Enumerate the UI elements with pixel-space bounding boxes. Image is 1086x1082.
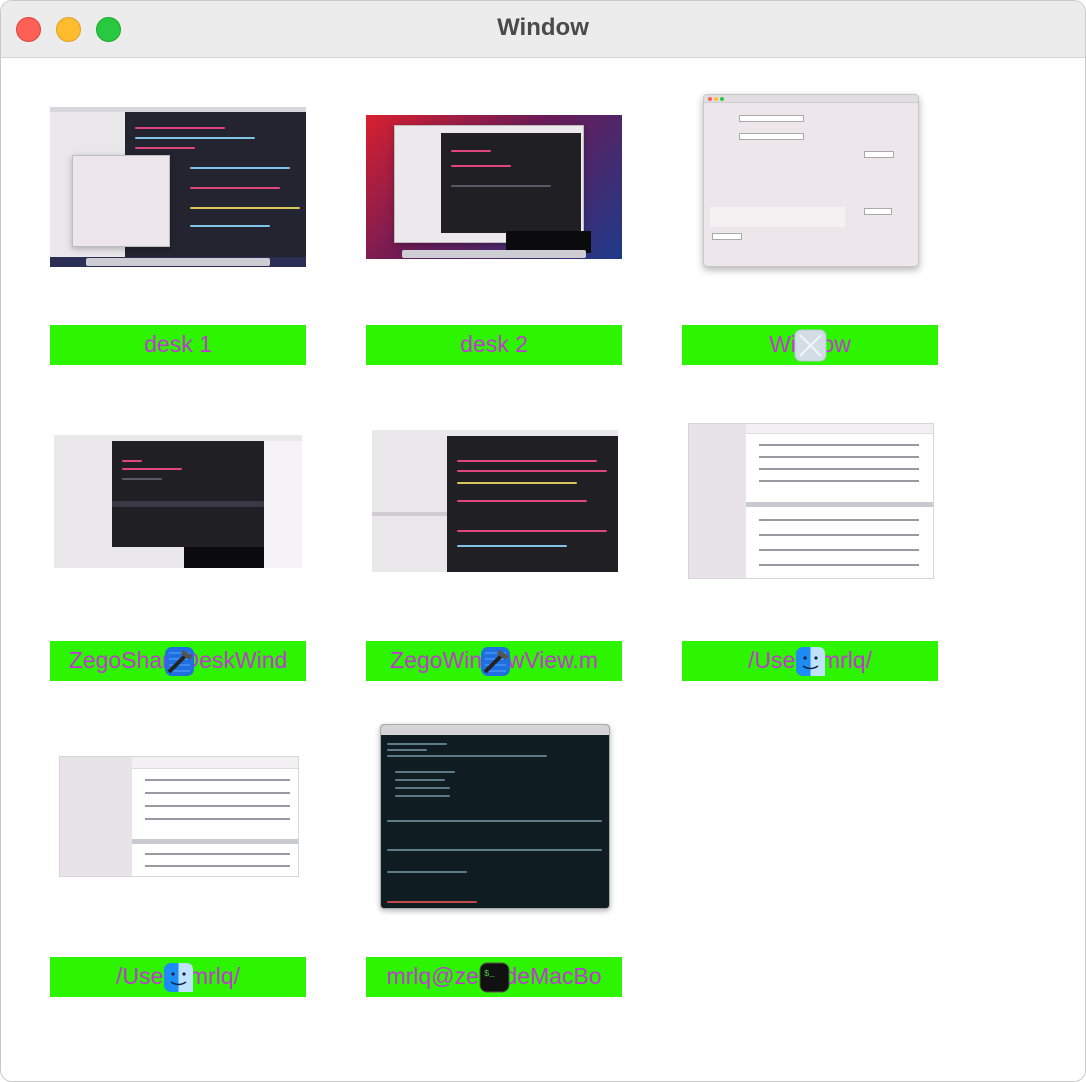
placeholder-icon xyxy=(794,329,827,362)
thumbnail-grid: desk 1 desk 2 Window ZegoShareDeskWind Z… xyxy=(1,59,1085,1081)
tile-xcode-2[interactable] xyxy=(366,416,622,706)
tile-desk-2[interactable] xyxy=(366,100,622,390)
tile-terminal[interactable] xyxy=(366,724,622,1022)
finder-icon xyxy=(164,963,193,992)
xcode-icon xyxy=(481,647,510,676)
finder-thumbnail xyxy=(59,756,299,877)
xcode-thumbnail xyxy=(54,435,302,568)
xcode-thumbnail xyxy=(372,430,618,572)
tile-xcode-1[interactable] xyxy=(50,416,306,706)
tile-finder-1[interactable] xyxy=(682,416,938,706)
window-title: Window xyxy=(497,14,589,41)
svg-text:$_: $_ xyxy=(484,969,495,979)
minimize-button[interactable] xyxy=(56,17,81,42)
terminal-thumbnail xyxy=(380,724,610,909)
desktop-thumbnail xyxy=(366,115,622,259)
terminal-icon: $_ xyxy=(479,962,510,993)
finder-thumbnail xyxy=(688,423,934,579)
close-button[interactable] xyxy=(16,17,41,42)
title-bar: Window xyxy=(1,1,1085,58)
tile-window[interactable] xyxy=(682,94,938,390)
xcode-icon xyxy=(165,647,194,676)
finder-icon xyxy=(796,647,825,676)
window-thumbnail xyxy=(703,94,919,267)
tile-label: desk 1 xyxy=(50,325,306,365)
tile-desk-1[interactable] xyxy=(50,100,306,390)
zoom-button[interactable] xyxy=(96,17,121,42)
desktop-thumbnail xyxy=(50,107,306,267)
tile-label: desk 2 xyxy=(366,325,622,365)
tile-finder-2[interactable] xyxy=(50,732,306,1022)
